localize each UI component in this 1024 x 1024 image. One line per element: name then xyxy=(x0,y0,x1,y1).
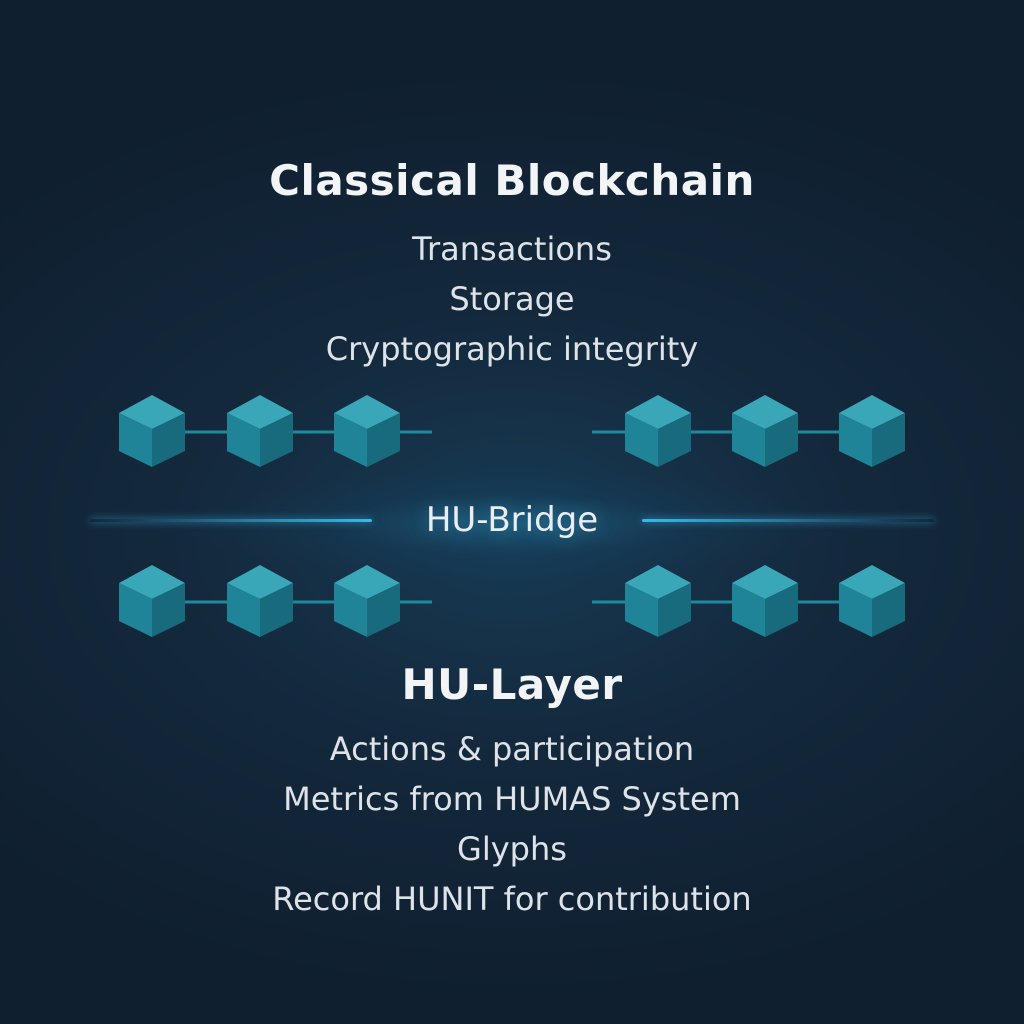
list-item: Cryptographic integrity xyxy=(325,330,699,368)
hu-layer-list: Actions & participation Metrics from HUM… xyxy=(0,724,1024,924)
cube-block-icon xyxy=(227,395,293,467)
cube-block-icon xyxy=(119,565,185,637)
list-item: Actions & participation xyxy=(329,730,695,768)
classical-blockchain-list: Transactions Storage Cryptographic integ… xyxy=(0,224,1024,374)
cube-block-icon xyxy=(625,395,691,467)
list-item: Record HUNIT for contribution xyxy=(272,880,752,918)
bridge-line-left xyxy=(90,519,372,522)
list-item: Metrics from HUMAS System xyxy=(283,780,741,818)
cube-block-icon xyxy=(732,565,798,637)
cube-block-icon xyxy=(732,395,798,467)
list-item: Glyphs xyxy=(457,830,567,868)
classical-blockchain-title: Classical Blockchain xyxy=(269,156,755,205)
list-item: Transactions xyxy=(412,230,612,268)
cube-block-icon xyxy=(839,395,905,467)
bridge-line-right xyxy=(642,519,934,522)
cube-block-icon xyxy=(839,565,905,637)
cube-block-icon xyxy=(334,395,400,467)
cube-block-icon xyxy=(625,565,691,637)
cube-block-icon xyxy=(334,565,400,637)
cube-block-icon xyxy=(227,565,293,637)
cube-block-icon xyxy=(119,395,185,467)
hu-bridge-label: HU-Bridge xyxy=(425,500,599,540)
hu-layer-title: HU-Layer xyxy=(401,660,623,709)
list-item: Storage xyxy=(449,280,575,318)
